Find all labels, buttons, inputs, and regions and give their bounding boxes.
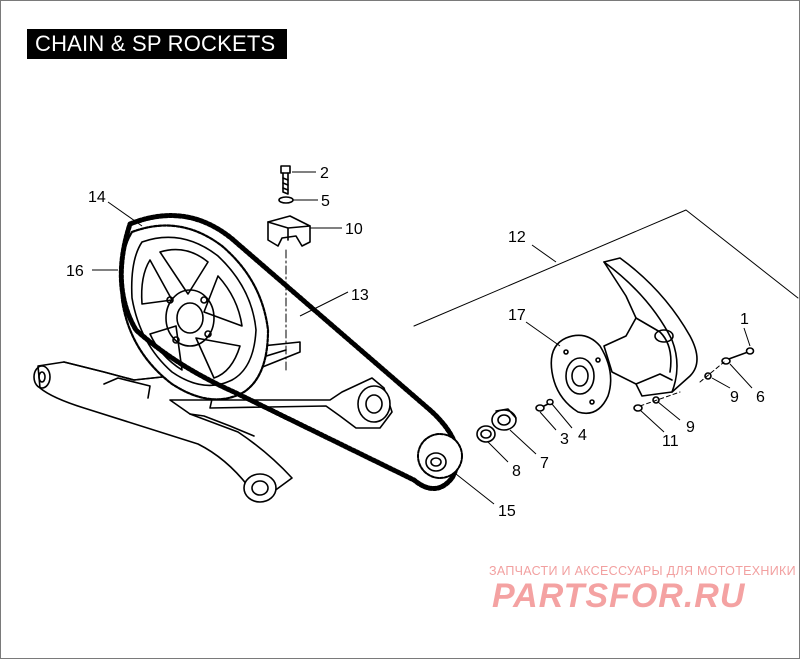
callout-13: 13 xyxy=(351,287,369,304)
callout-15: 15 xyxy=(498,503,516,520)
lock-washer xyxy=(546,398,554,406)
leader-lines xyxy=(92,171,753,505)
callout-4: 4 xyxy=(578,427,587,444)
callout-17: 17 xyxy=(508,307,526,324)
callout-9-lower: 9 xyxy=(686,419,695,436)
callout-5: 5 xyxy=(321,193,330,210)
bolt xyxy=(280,165,291,195)
callout-6: 6 xyxy=(756,389,765,406)
callout-10: 10 xyxy=(345,221,363,238)
callout-2: 2 xyxy=(320,165,329,182)
callout-11: 11 xyxy=(662,433,679,450)
callout-9-upper: 9 xyxy=(730,389,739,406)
callout-16: 16 xyxy=(66,263,84,280)
front-sprocket xyxy=(417,433,463,479)
watermark-tagline: ЗАПЧАСТИ И АКСЕССУАРЫ ДЛЯ МОТОТЕХНИКИ xyxy=(489,564,796,578)
watermark-brand: PARTSFOR.RU xyxy=(492,577,746,615)
callout-12: 12 xyxy=(508,229,526,246)
callout-8: 8 xyxy=(512,463,521,480)
cover-screw-upper xyxy=(699,347,755,383)
washer xyxy=(278,196,294,204)
chain-guide-bracket xyxy=(267,215,311,371)
callout-7: 7 xyxy=(540,455,549,472)
callout-1: 1 xyxy=(740,311,749,328)
page-title: CHAIN & SP ROCKETS xyxy=(27,29,288,59)
callout-3: 3 xyxy=(560,431,569,448)
sprocket-cover-assembly xyxy=(413,209,799,397)
seal xyxy=(476,425,496,443)
callout-14: 14 xyxy=(88,189,106,206)
cover-plate xyxy=(550,334,612,415)
spacer xyxy=(491,408,517,431)
cover-screw-lower xyxy=(633,391,681,412)
